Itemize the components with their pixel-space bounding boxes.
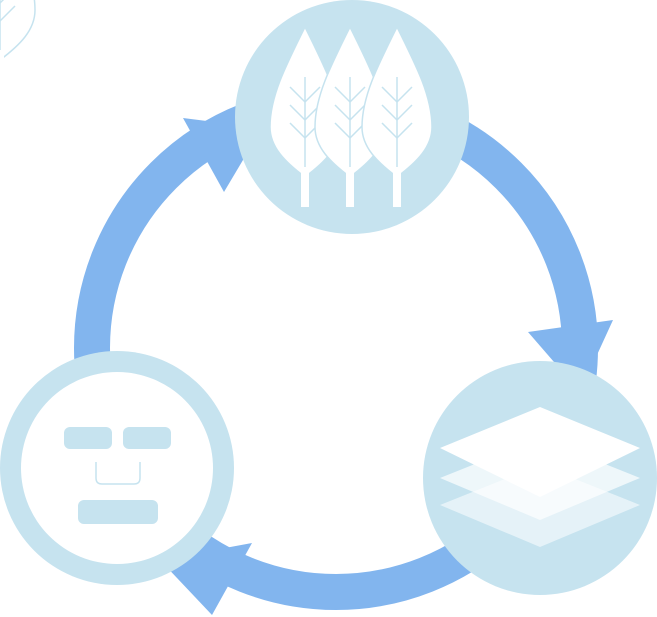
layers-icon [440, 407, 640, 547]
forest-icon [0, 0, 433, 208]
forest-node [0, 0, 469, 234]
arrowhead-right [528, 320, 613, 392]
face-icon [64, 427, 171, 524]
face-node [0, 351, 234, 585]
layers-node [423, 361, 657, 595]
